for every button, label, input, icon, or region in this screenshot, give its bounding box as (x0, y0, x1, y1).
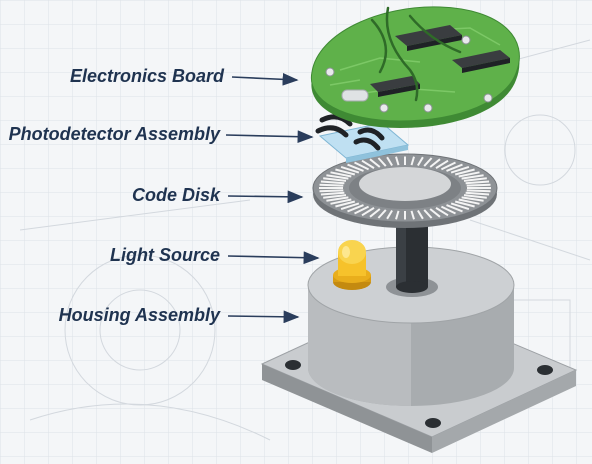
disk-slot (377, 209, 387, 219)
label-code-disk: Code Disk (131, 185, 220, 205)
disk-slot (347, 163, 364, 172)
disk-slot (377, 157, 387, 167)
blueprint-sketch (19, 39, 591, 441)
disk-slot (326, 196, 349, 202)
disk-slot (435, 207, 449, 217)
disk-slot (466, 183, 491, 187)
disk-slot (465, 191, 490, 196)
disk-slot (461, 174, 484, 180)
arrow-light-source (227, 251, 320, 265)
disk-slot (335, 200, 356, 208)
disk-slot (340, 202, 360, 211)
arrow-electronics-board (231, 72, 299, 86)
leader-arrows (225, 72, 320, 324)
disk-slot (458, 198, 480, 205)
capacitor (341, 89, 369, 102)
disk-slot (361, 159, 375, 169)
disk-slot (386, 156, 393, 167)
disk-slot (369, 208, 381, 218)
disk-slot (326, 174, 349, 180)
mount-hole (537, 365, 553, 375)
code-disk-icon (312, 153, 498, 228)
disk-slot (450, 165, 470, 174)
disk-slot (440, 205, 456, 215)
disk-slot (320, 180, 345, 185)
arrow-photodetector-assembly (225, 130, 314, 144)
label-light-source: Light Source (109, 245, 220, 265)
disk-slot (465, 180, 490, 185)
disk-slot (335, 168, 356, 176)
disk-slot (435, 159, 449, 169)
disk-slot (454, 200, 475, 208)
disk-slot (429, 208, 441, 218)
disk-slot (454, 168, 475, 176)
disk-slot (410, 210, 415, 220)
circuit-board-icon (310, 6, 520, 128)
disk-slot (323, 194, 347, 199)
disk-slot (323, 177, 347, 182)
disk-slot (354, 161, 370, 171)
disk-slot (330, 171, 352, 178)
disk-slot (440, 161, 456, 171)
disk-slot (395, 156, 400, 166)
disk-slot (429, 158, 441, 168)
disk-slot (395, 210, 400, 220)
disk-slot (466, 189, 491, 193)
disk-slot (319, 183, 344, 187)
disk-slot (386, 209, 393, 220)
disk-slot (417, 156, 424, 167)
disk-slot (446, 163, 463, 172)
disk-slot (423, 209, 433, 219)
disk-slot (320, 191, 345, 196)
disk-slot (347, 204, 364, 213)
led-icon (333, 240, 371, 290)
disk-slot (450, 202, 470, 211)
disk-slot (461, 196, 484, 202)
disk-slot (340, 165, 360, 174)
disk-slot (417, 209, 424, 220)
disk-slot (458, 171, 480, 178)
arrow-code-disk (227, 190, 304, 204)
ic-chip (452, 50, 510, 73)
disk-slot (446, 204, 463, 213)
disk-slot (330, 198, 352, 205)
mount-hole (285, 360, 301, 370)
mount-hole (425, 418, 441, 428)
arrow-housing-assembly (227, 310, 300, 324)
disk-slot (463, 194, 487, 199)
label-housing-assembly: Housing Assembly (58, 305, 220, 325)
photodetector-icon (315, 114, 410, 163)
disk-slot (410, 156, 415, 166)
ic-chip (370, 76, 420, 97)
label-electronics-board: Electronics Board (69, 66, 224, 86)
label-photodetector-assembly: Photodetector Assembly (8, 124, 220, 144)
disk-slot (463, 177, 487, 182)
disk-slot (423, 157, 433, 167)
disk-slot (361, 207, 375, 217)
disk-slot (319, 189, 344, 193)
disk-slot (369, 158, 381, 168)
disk-slot (354, 205, 370, 215)
